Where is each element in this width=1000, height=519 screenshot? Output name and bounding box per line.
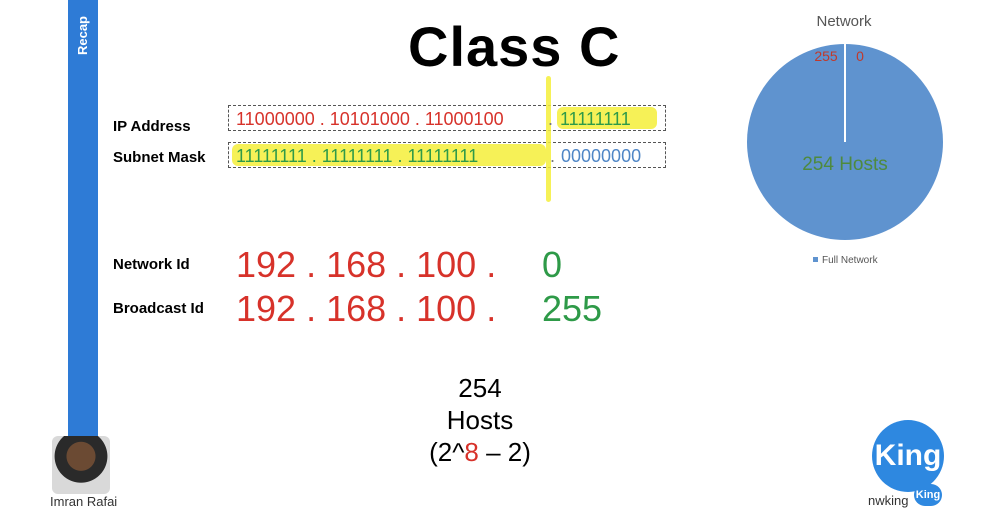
pie-title: Network [816, 13, 872, 30]
ip-address-label: IP Address [113, 118, 191, 135]
broadcast-id-host: 255 [542, 288, 603, 329]
hosts-word: Hosts [446, 405, 514, 435]
network-id-host: 0 [542, 244, 563, 285]
slide-title: Class C [408, 15, 621, 78]
mask-binary-box [228, 142, 666, 168]
pie-label-0: 0 [856, 48, 864, 64]
presenter-avatar [52, 436, 110, 494]
broadcast-id-label: Broadcast Id [113, 300, 204, 317]
subnet-mask-label: Subnet Mask [113, 149, 206, 166]
presenter-name: Imran Rafai [50, 494, 118, 509]
king-logo: King [872, 420, 944, 492]
network-pie-chart: Network 255 0 254 Hosts Full Network [747, 13, 943, 266]
recap-label-text: Recap [75, 15, 91, 55]
mask-binary-network: 11111111 . 11111111 . 11111111 [236, 146, 479, 166]
ip-binary-network: 11000000 . 10101000 . 11000100 [236, 109, 504, 129]
legend-entry: Full Network [822, 255, 879, 266]
king-badge: King [914, 484, 942, 506]
hosts-summary: 254 Hosts (2^8 – 2) [400, 372, 560, 468]
recap-sidebar [68, 0, 98, 440]
octet-divider-line [546, 76, 551, 202]
brand-caption: nwking [868, 493, 909, 508]
legend-swatch [813, 257, 818, 262]
mask-binary-host: 00000000 [561, 146, 642, 166]
pie-center-label: 254 Hosts [802, 154, 888, 175]
hosts-formula: (2^8 – 2) [400, 436, 560, 468]
ip-host-highlight [557, 107, 657, 129]
formula-open: (2^ [429, 437, 465, 467]
ip-binary-sep: . [548, 109, 554, 129]
mask-binary-sep: . [550, 146, 556, 166]
recap-label: Recap [68, 4, 98, 66]
ip-binary-box [228, 105, 666, 131]
king-logo-text: King [874, 439, 942, 472]
formula-exponent: 8 [464, 437, 479, 467]
hosts-count: 254 [458, 373, 502, 403]
network-id-label: Network Id [113, 256, 190, 273]
broadcast-id-prefix: 192 . 168 . 100 . [236, 288, 497, 329]
mask-network-highlight [232, 144, 546, 166]
formula-close: – 2) [478, 437, 531, 467]
ip-binary-host: 11111111 [560, 109, 631, 129]
pie-label-255: 255 [814, 48, 838, 64]
network-id-prefix: 192 . 168 . 100 . [236, 244, 497, 285]
